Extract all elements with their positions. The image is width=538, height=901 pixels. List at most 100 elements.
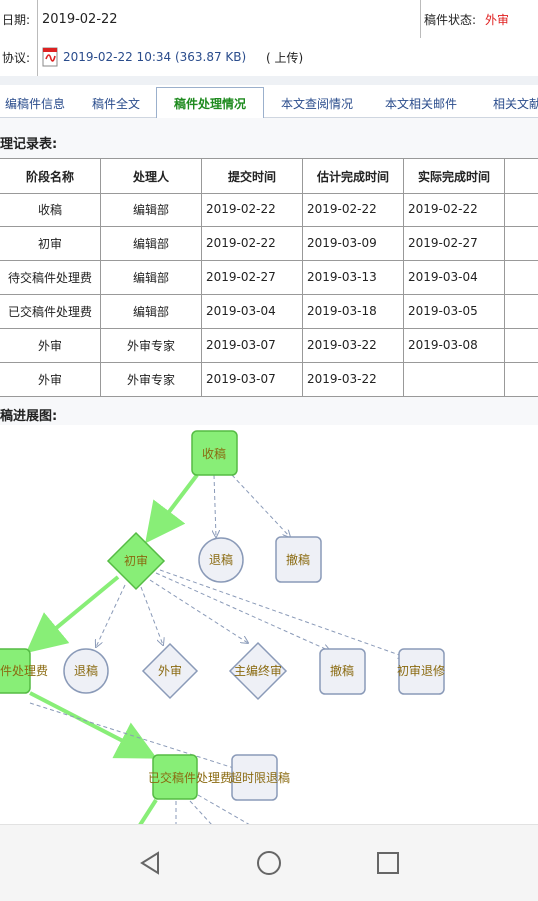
table-cell: 编辑部 bbox=[132, 304, 169, 319]
recents-square-icon bbox=[377, 852, 399, 874]
table-cell: 2019-02-22 bbox=[408, 202, 478, 216]
home-button[interactable] bbox=[249, 845, 289, 881]
table-cell: 编辑部 bbox=[132, 236, 169, 251]
upload-link[interactable]: ( 上传) bbox=[266, 50, 304, 65]
label-reject2: 退稿 bbox=[74, 663, 98, 678]
col-line bbox=[100, 158, 101, 397]
edge-received-to-initial bbox=[145, 473, 199, 544]
edge-initial-to-return bbox=[159, 569, 405, 657]
date-value: 2019-02-22 bbox=[42, 11, 118, 27]
table-cell: 2019-03-04 bbox=[206, 304, 276, 318]
table-cell: 2019-02-22 bbox=[206, 202, 276, 216]
table-cell: 初审 bbox=[37, 236, 62, 251]
header-estimate: 估计完成时间 bbox=[316, 169, 389, 184]
edge-received-to-withdraw bbox=[231, 474, 290, 537]
table-cell: 编辑部 bbox=[132, 270, 169, 285]
node-timeout-reject bbox=[231, 754, 278, 801]
edge-initial-to-withdraw2 bbox=[155, 572, 330, 651]
tab-processing-status[interactable]: 稿件处理情况 bbox=[156, 87, 264, 120]
flow-title: 稿进展图: bbox=[0, 409, 58, 424]
divider bbox=[420, 0, 421, 38]
node-fee-pending bbox=[0, 648, 31, 694]
table-cell: 2019-03-09 bbox=[307, 236, 377, 250]
table-row: 外审 外审专家 2019-03-07 2019-03-22 2019-03-08 bbox=[0, 328, 538, 363]
label-received: 收稿 bbox=[202, 446, 226, 461]
table-cell: 2019-03-22 bbox=[307, 338, 377, 352]
back-button[interactable] bbox=[130, 845, 170, 881]
table-cell: 2019-02-22 bbox=[307, 202, 377, 216]
tab-related-mail[interactable]: 本文相关邮件 bbox=[384, 96, 457, 111]
node-reject2 bbox=[63, 648, 109, 694]
table-cell: 外审专家 bbox=[126, 338, 175, 353]
section-band bbox=[0, 118, 538, 158]
header-actual: 实际完成时间 bbox=[417, 169, 490, 184]
divider bbox=[37, 0, 38, 38]
table-cell: 外审专家 bbox=[126, 372, 175, 387]
table-cell: 2019-03-04 bbox=[408, 270, 478, 284]
col-line bbox=[504, 158, 505, 397]
node-initial-review bbox=[106, 531, 166, 591]
table-cell: 2019-02-22 bbox=[206, 236, 276, 250]
table-cell: 待交稿件处理费 bbox=[7, 270, 92, 285]
progress-flow-diagram: 收稿 初审 退稿 撤稿 件处理费 退稿 外审 主编终审 撤稿 初审退修 已交稿件… bbox=[0, 425, 538, 825]
pdf-icon[interactable] bbox=[42, 38, 60, 76]
table-cell: 2019-03-07 bbox=[206, 338, 276, 352]
table-row: 已交稿件处理费 编辑部 2019-03-04 2019-03-18 2019-03-05 bbox=[0, 294, 538, 329]
col-line bbox=[403, 158, 404, 397]
table-cell: 2019-03-05 bbox=[408, 304, 478, 318]
label-fee-pending: 件处理费 bbox=[0, 664, 48, 678]
header-handler: 处理人 bbox=[132, 169, 169, 184]
node-chief-review bbox=[228, 641, 288, 701]
tab-related-literature[interactable]: 相关文献 bbox=[492, 96, 538, 111]
section-band bbox=[0, 397, 538, 425]
tab-manuscript-info[interactable]: 编稿件信息 bbox=[4, 96, 65, 111]
agreement-file-link[interactable]: 2019-02-22 10:34 (363.87 KB) bbox=[63, 50, 247, 64]
recents-button[interactable] bbox=[368, 845, 408, 881]
table-row: 外审 外审专家 2019-03-07 2019-03-22 bbox=[0, 362, 538, 397]
date-label: 日期: bbox=[2, 12, 31, 27]
col-line bbox=[201, 158, 202, 397]
table-cell: 已交稿件处理费 bbox=[7, 304, 92, 319]
edge-fee-to-paid bbox=[29, 691, 158, 759]
label-chief-review: 主编终审 bbox=[234, 663, 282, 678]
table-cell bbox=[408, 362, 504, 396]
edge-received-to-reject bbox=[214, 474, 216, 537]
agreement-label: 协议: bbox=[2, 50, 31, 65]
status-value: 外审 bbox=[485, 12, 510, 27]
spacer-band bbox=[0, 76, 538, 85]
table-cell: 外审 bbox=[37, 372, 62, 387]
node-reject1 bbox=[198, 537, 244, 583]
header-stage: 阶段名称 bbox=[25, 169, 74, 184]
label-reject1: 退稿 bbox=[209, 552, 233, 567]
table-cell: 2019-03-18 bbox=[307, 304, 377, 318]
table-cell: 2019-03-08 bbox=[408, 338, 478, 352]
tab-bar: 编稿件信息 稿件全文 稿件处理情况 本文查阅情况 本文相关邮件 相关文献 bbox=[0, 85, 538, 120]
edge-initial-to-chief bbox=[149, 579, 248, 643]
table-cell: 编辑部 bbox=[132, 202, 169, 217]
divider bbox=[37, 38, 38, 76]
system-navbar bbox=[0, 824, 538, 901]
label-withdraw2: 撤稿 bbox=[330, 663, 354, 678]
node-withdraw2 bbox=[319, 648, 366, 695]
records-title: 理记录表: bbox=[0, 137, 58, 152]
label-external-review: 外审 bbox=[158, 663, 182, 678]
table-cell: 2019-03-22 bbox=[307, 372, 377, 386]
table-cell: 2019-03-07 bbox=[206, 372, 276, 386]
status-label: 稿件状态: bbox=[424, 12, 477, 27]
edge-fee-to-timeout bbox=[29, 702, 240, 770]
col-line bbox=[302, 158, 303, 397]
table-cell: 收稿 bbox=[37, 202, 62, 217]
edge-initial-to-reject2 bbox=[96, 584, 126, 647]
node-fee-paid bbox=[152, 754, 198, 800]
table-cell: 2019-02-27 bbox=[408, 236, 478, 250]
table-row: 初审 编辑部 2019-02-22 2019-03-09 2019-02-27 bbox=[0, 226, 538, 261]
edge-paid-down-dash2 bbox=[189, 800, 213, 825]
table-cell: 2019-02-27 bbox=[206, 270, 276, 284]
table-cell: 外审 bbox=[37, 338, 62, 353]
tab-read-status[interactable]: 本文查阅情况 bbox=[280, 96, 353, 111]
label-timeout-reject: 超时限退稿 bbox=[230, 770, 290, 785]
home-circle-icon bbox=[257, 851, 281, 875]
tab-full-text[interactable]: 稿件全文 bbox=[91, 96, 140, 111]
header-submit: 提交时间 bbox=[227, 169, 276, 184]
